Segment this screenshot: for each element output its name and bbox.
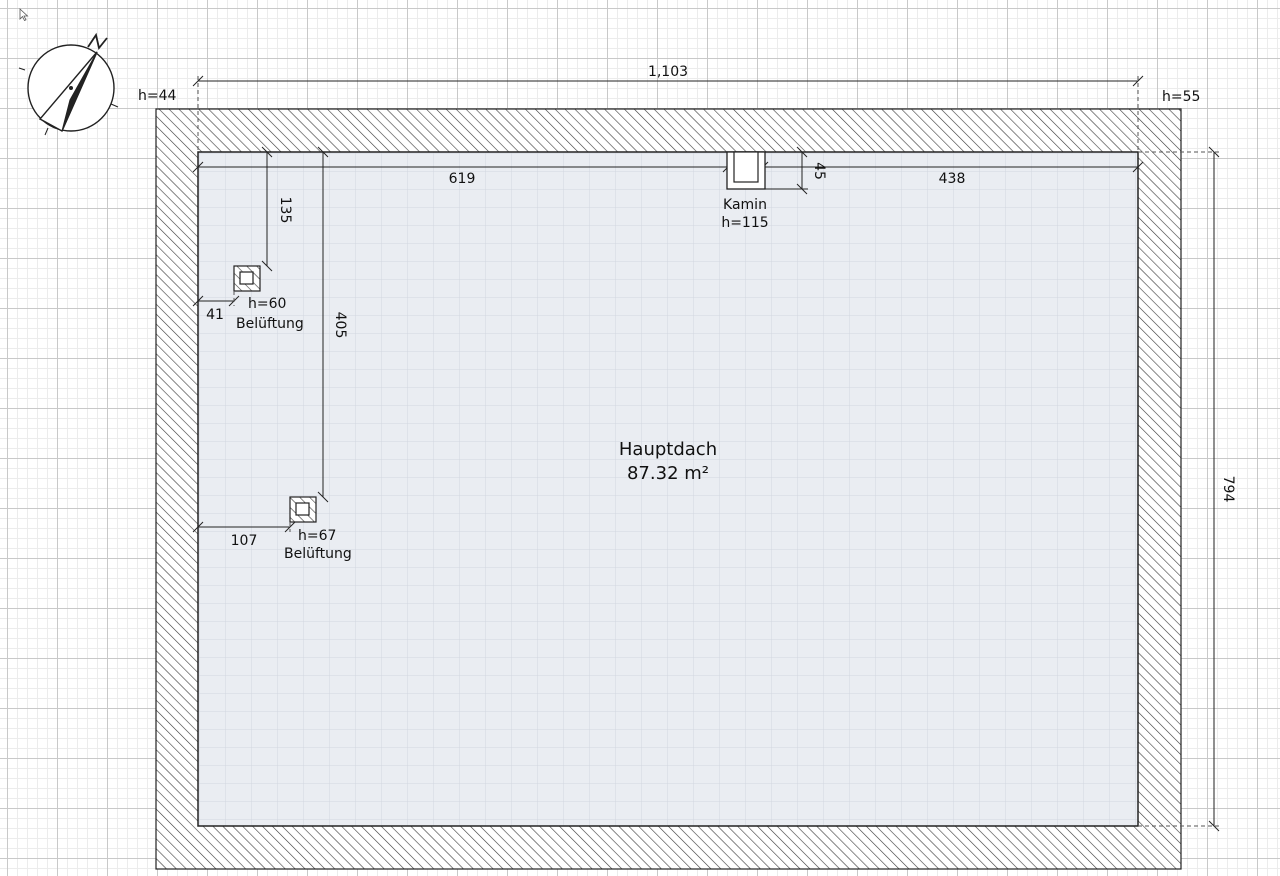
vent-1[interactable]: h=60 Belüftung bbox=[233, 265, 304, 332]
dimension-total-width[interactable]: 1,103 bbox=[192, 64, 1144, 152]
compass[interactable] bbox=[18, 32, 119, 136]
mouse-pointer-icon bbox=[19, 8, 29, 22]
dimension-label: 405 bbox=[332, 312, 348, 339]
chimney-height: h=115 bbox=[721, 215, 768, 231]
north-arrow-icon bbox=[38, 32, 108, 132]
dimension-label: 619 bbox=[449, 171, 476, 187]
vent-2-height: h=67 bbox=[298, 528, 336, 544]
dimension-label: 794 bbox=[1220, 476, 1236, 503]
dimension-label: 1,103 bbox=[648, 64, 688, 80]
dimension-label: 41 bbox=[206, 307, 224, 323]
dimension-vent-1-left[interactable]: 41 bbox=[192, 291, 240, 323]
dimension-chimney-depth[interactable]: 45 bbox=[765, 146, 827, 195]
vent-2[interactable]: h=67 Belüftung bbox=[284, 496, 352, 562]
dimension-label: 438 bbox=[939, 171, 966, 187]
vent-2-label: Belüftung bbox=[284, 546, 352, 562]
dimension-label: 45 bbox=[811, 162, 827, 180]
roof-wall[interactable] bbox=[155, 108, 1182, 870]
vent-1-height: h=60 bbox=[248, 296, 286, 312]
corner-height-top-right: h=55 bbox=[1162, 89, 1200, 105]
dimension-vent-2-left[interactable]: 107 bbox=[192, 521, 296, 549]
dimension-vent-1-top[interactable]: 135 bbox=[261, 146, 293, 272]
dimension-label: 135 bbox=[277, 197, 293, 224]
roof-name: Hauptdach bbox=[619, 439, 717, 460]
roof-area: 87.32 m² bbox=[627, 463, 709, 484]
corner-height-top-left: h=44 bbox=[138, 88, 177, 104]
dimension-vent-2-top[interactable]: 405 bbox=[317, 146, 348, 503]
dimension-height[interactable]: 794 bbox=[1138, 146, 1236, 832]
vent-1-label: Belüftung bbox=[236, 316, 304, 332]
chimney-label: Kamin bbox=[723, 197, 767, 213]
chimney[interactable]: Kamin h=115 bbox=[721, 151, 769, 231]
roof-area-label[interactable]: Hauptdach 87.32 m² bbox=[619, 439, 717, 484]
dimension-label: 107 bbox=[231, 533, 258, 549]
